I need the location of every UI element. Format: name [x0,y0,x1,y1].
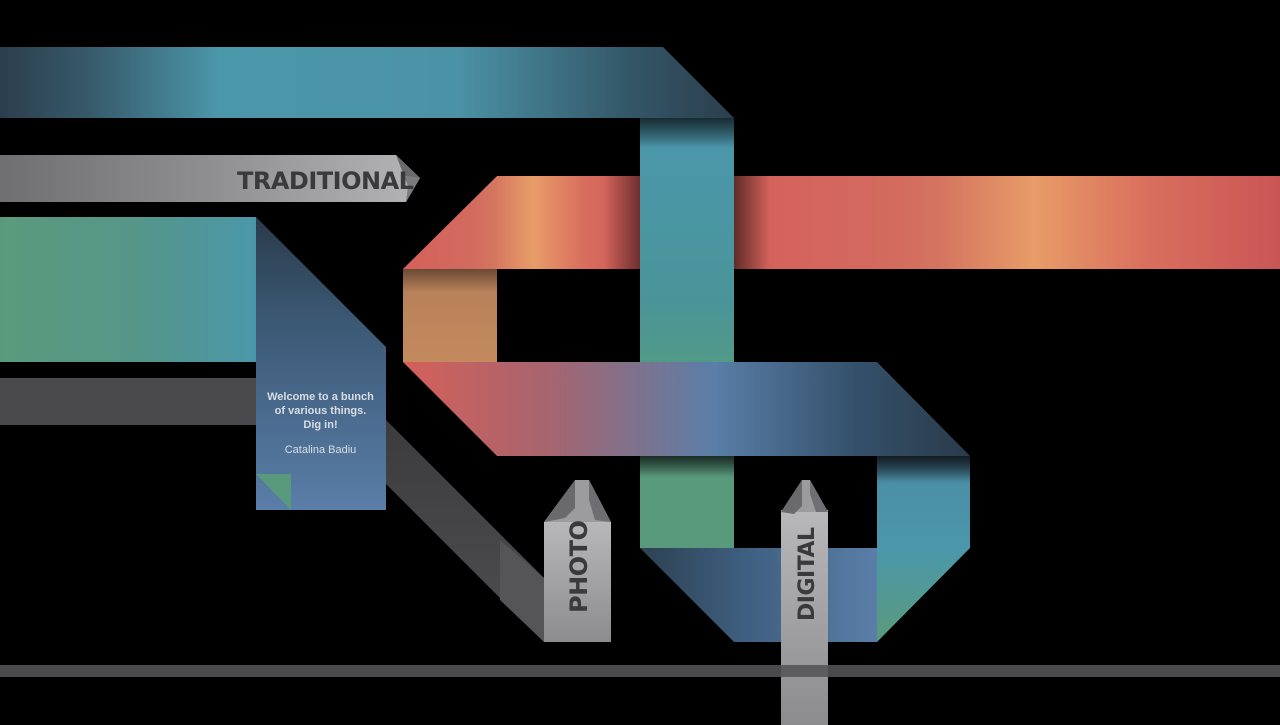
nav-digital-link[interactable]: DIGITAL [781,480,828,725]
author-name: Catalina Badiu [284,444,357,456]
bottom-rail [0,665,1280,677]
ribbon-coral [403,176,640,269]
welcome-panel [256,217,386,510]
ribbon-middle [403,362,970,456]
nav-traditional-label[interactable]: TRADITIONAL [237,167,414,195]
ribbon-shadow [640,118,734,148]
digital-arrow-tip-shade[interactable] [781,480,802,514]
ribbon-shadow [604,176,640,269]
welcome-message: Welcome to a bunch of various things. Di… [258,390,383,457]
welcome-line-1: Welcome to a bunch [267,391,374,403]
digital-arrow-body[interactable] [781,510,828,725]
welcome-panel-fold [256,474,291,510]
welcome-line-3: Dig in! [303,419,338,431]
nav-photo-link[interactable]: PHOTO [544,480,611,642]
nav-traditional-link[interactable]: TRADITIONAL [0,155,420,202]
ribbon-top-teal [0,47,734,118]
digital-rail-overlap [781,665,828,677]
ribbon-gray-diagonal-end [500,540,544,642]
ribbon-gray-left [0,378,256,425]
traditional-arrow-tip[interactable] [396,155,420,178]
photo-arrow-tip-shade[interactable] [544,480,575,522]
ribbon-shadow [734,176,770,269]
nav-digital-label[interactable]: DIGITAL [795,527,820,621]
ribbon-teal-vertical [640,118,734,362]
nav-photo-label[interactable]: PHOTO [565,521,593,613]
welcome-line-2: of various things. [274,405,367,417]
ribbon-coral-right [734,176,1280,269]
ribbon-right-loop [877,456,970,642]
traditional-arrow-tip-shade[interactable] [404,176,420,202]
ribbon-orange-block [403,269,497,362]
photo-arrow-body[interactable] [544,522,611,642]
ribbon-bottom-blue [640,548,877,642]
traditional-arrow-body[interactable] [0,155,420,202]
ribbon-shadow [640,456,734,478]
ribbon-shadow [877,456,970,481]
digital-arrow-tip-shade-right[interactable] [810,480,828,512]
ribbon-green-teal [0,217,256,362]
photo-arrow-tip-shade-right[interactable] [589,480,611,522]
